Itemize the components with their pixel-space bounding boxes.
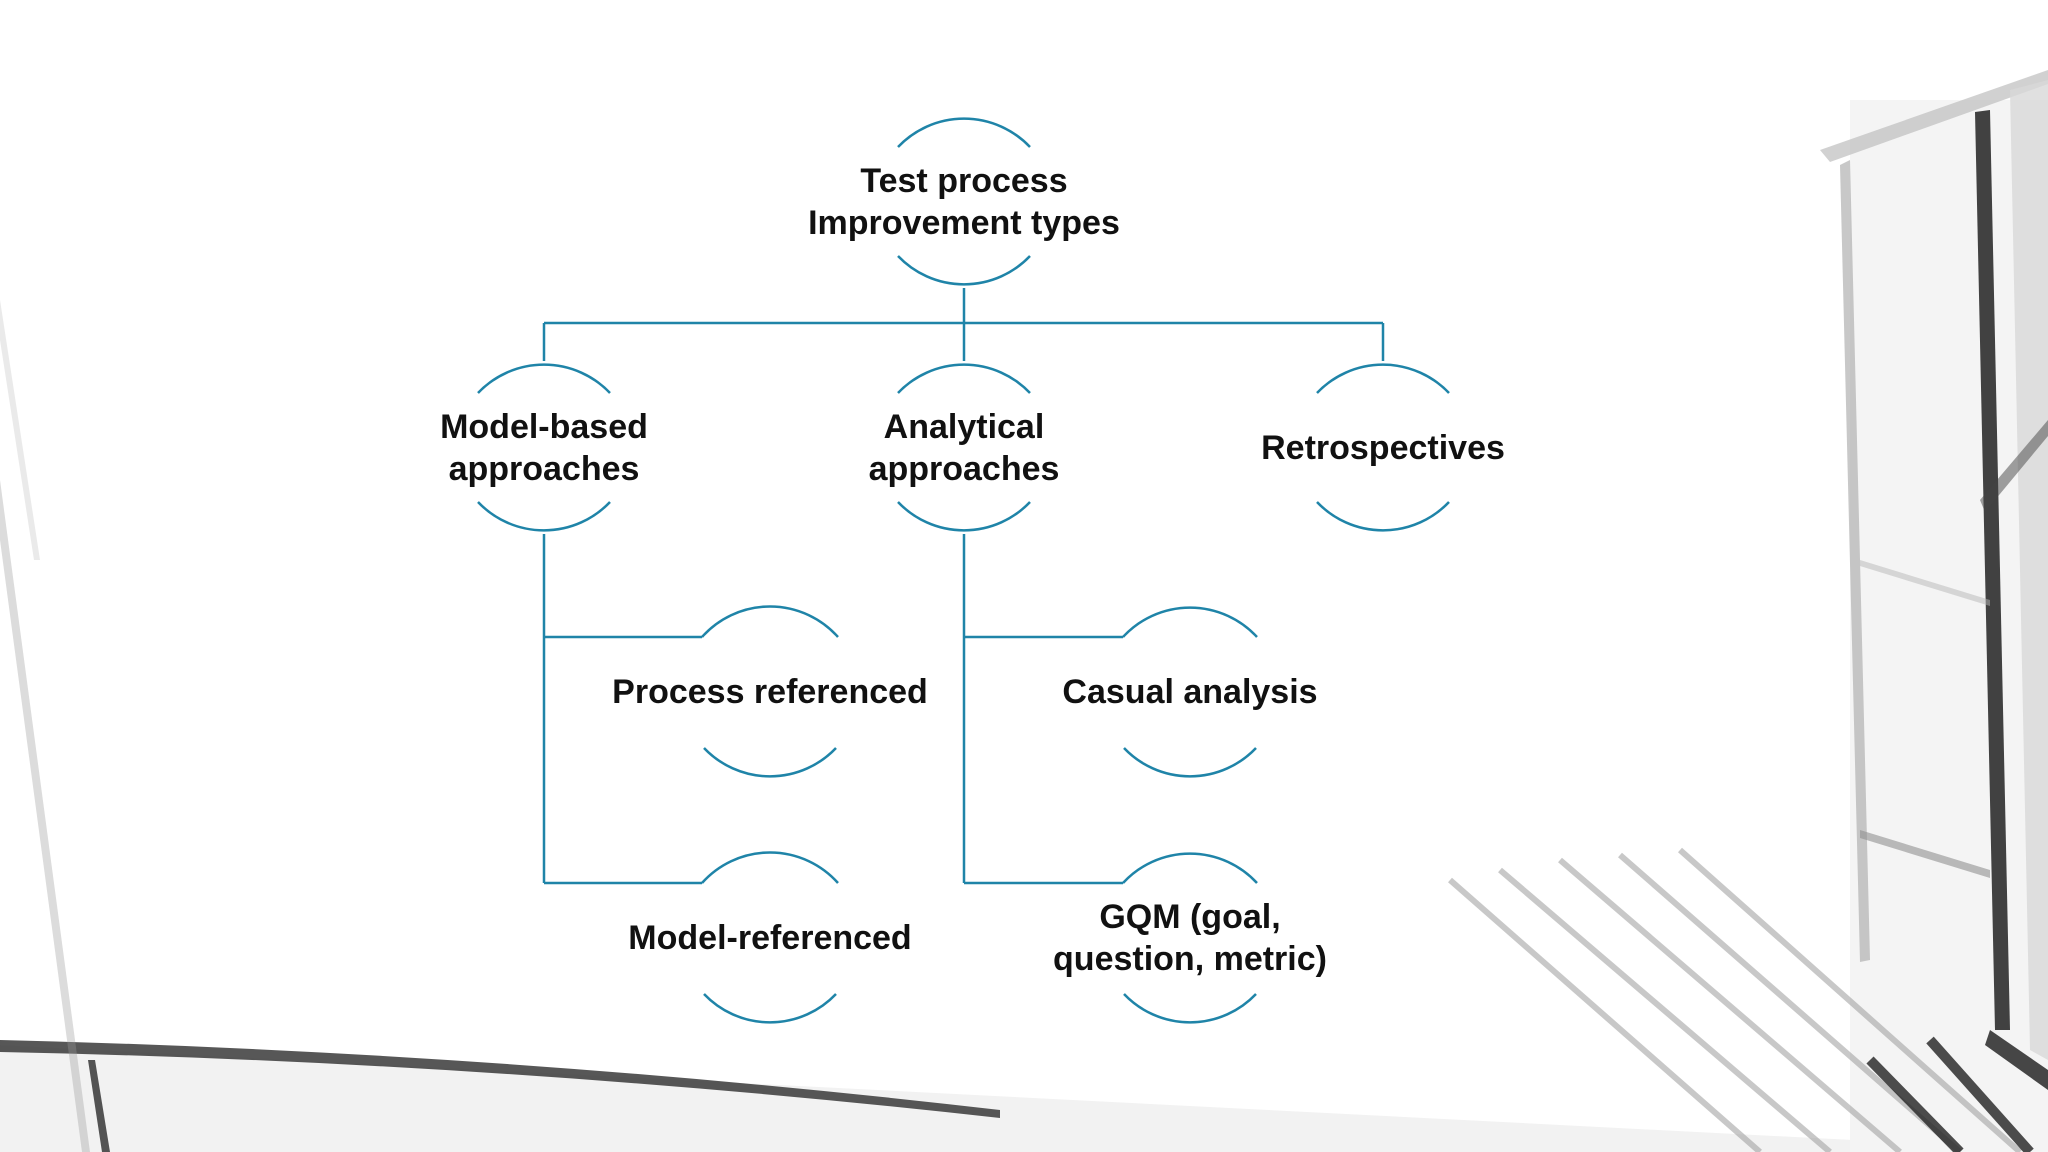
node-shape-casual-analysis — [1122, 606, 1258, 778]
node-shape-gqm — [1122, 852, 1258, 1024]
node-gqm-line2: question, metric) — [1053, 940, 1327, 978]
node-model-based: Model-based approaches — [374, 396, 714, 500]
node-analytical-line1: Analytical — [883, 408, 1045, 446]
node-shape-root — [897, 117, 1031, 286]
node-gqm-line1: GQM (goal, — [1099, 898, 1281, 936]
node-analytical: Analytical approaches — [794, 396, 1134, 500]
node-shape-model-referenced — [701, 851, 839, 1024]
node-shape-analytical — [897, 363, 1031, 532]
node-model-based-line2: approaches — [448, 450, 640, 488]
node-retrospectives-line1: Retrospectives — [1261, 429, 1505, 467]
node-casual-analysis: Casual analysis — [990, 640, 1390, 744]
node-root-line1: Test process — [860, 162, 1068, 200]
node-process-referenced: Process referenced — [570, 640, 970, 744]
node-model-based-line1: Model-based — [440, 408, 648, 446]
node-root-line2: Improvement types — [808, 204, 1120, 242]
node-gqm: GQM (goal, question, metric) — [990, 886, 1390, 990]
node-shape-model-based — [477, 363, 611, 532]
node-process-referenced-line1: Process referenced — [612, 673, 928, 711]
node-shape-process-referenced — [701, 605, 839, 778]
node-retrospectives: Retrospectives — [1213, 396, 1553, 500]
node-shape-retrospectives — [1316, 363, 1450, 532]
node-model-referenced: Model-referenced — [570, 886, 970, 990]
node-analytical-line2: approaches — [868, 450, 1060, 488]
node-model-referenced-line1: Model-referenced — [628, 919, 912, 957]
node-root: Test process Improvement types — [744, 150, 1184, 254]
node-casual-analysis-line1: Casual analysis — [1062, 673, 1318, 711]
